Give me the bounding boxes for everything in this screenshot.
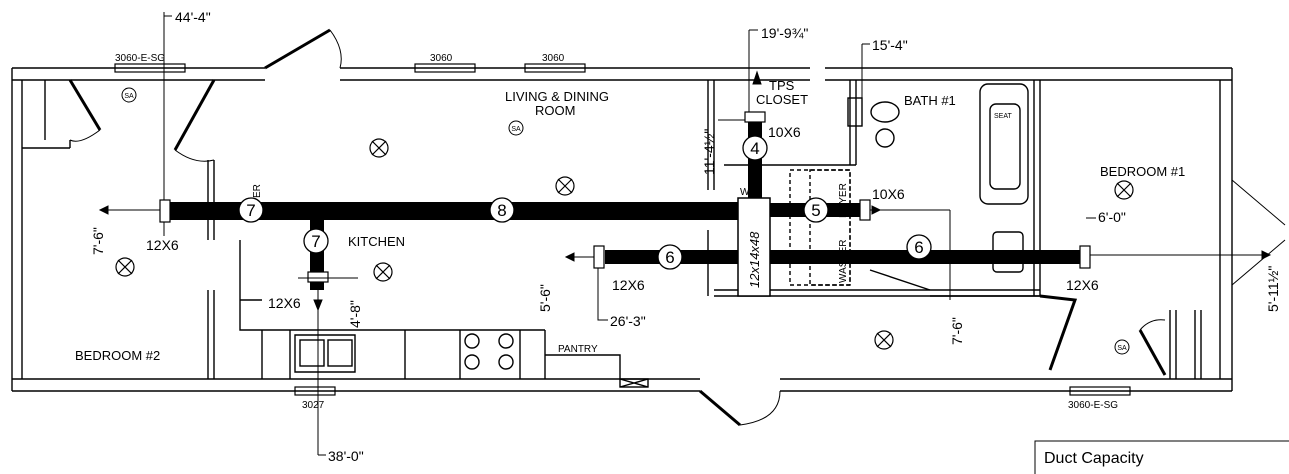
- duct-number: 8: [497, 201, 506, 220]
- ceiling-lights: [115, 138, 1134, 350]
- duct-number: 4: [750, 139, 759, 158]
- room-label-bedroom1: BEDROOM #1: [1100, 164, 1185, 179]
- window-label: 3060: [430, 53, 453, 64]
- dryer-label: DRYER: [838, 183, 849, 218]
- exterior-right-wall: [1219, 68, 1233, 391]
- duct-number: 6: [914, 238, 923, 257]
- supply-unit: 12x14x48: [737, 197, 771, 297]
- duct-size-markers: 7 8 7 4 5 6 6: [238, 135, 932, 270]
- smoke-alarm-label: SA: [124, 93, 134, 100]
- dimension-label: 26'-3": [610, 313, 646, 329]
- main-duct-upper: [170, 202, 740, 220]
- duct-number: 6: [665, 248, 674, 267]
- room-label-living: LIVING & DINING: [505, 89, 609, 104]
- smoke-alarms: [121, 87, 1130, 355]
- doors: [68, 28, 1286, 427]
- smoke-alarm-label: SA: [511, 126, 521, 133]
- dimension-label: 7'-6": [90, 227, 106, 255]
- room-label-bath: BATH #1: [904, 93, 956, 108]
- room-label-bedroom2: BEDROOM #2: [75, 348, 160, 363]
- dimension-label: 44'-4": [175, 9, 211, 25]
- dimension-lines: [98, 12, 1272, 456]
- register-size: 12X6: [268, 295, 301, 311]
- dimension-label: 5'-6": [537, 284, 553, 312]
- register-size: 10X6: [768, 124, 801, 140]
- legend-title: Duct Capacity: [1044, 450, 1144, 467]
- washer-label: WASHER: [838, 239, 849, 283]
- duct-number: 7: [311, 232, 320, 251]
- dimension-label: 5'-11½": [1265, 266, 1281, 312]
- register-size: 12X6: [612, 277, 645, 293]
- dryer-label: ER: [252, 184, 263, 198]
- duct-trunks: [170, 120, 1085, 290]
- unit-label: 12x14x48: [747, 231, 762, 288]
- bedroom2-wall: [207, 160, 215, 379]
- room-label-living: ROOM: [535, 103, 575, 118]
- main-duct-lower: [605, 250, 1085, 264]
- exterior-left-wall: [11, 68, 23, 391]
- dimension-label: 4'-8": [347, 300, 363, 328]
- lavatory: [875, 128, 895, 148]
- seat-label: SEAT: [994, 113, 1012, 120]
- room-label-kitchen: KITCHEN: [348, 234, 405, 249]
- register-size: 10X6: [872, 186, 905, 202]
- dimension-label: 19'-9¾": [761, 25, 808, 41]
- room-label-tps: TPS: [769, 78, 795, 93]
- window-label: 3060-E-SG: [115, 53, 165, 64]
- window-label: 3060-E-SG: [1068, 400, 1118, 411]
- duct-number: 7: [246, 201, 255, 220]
- windows: [114, 63, 1131, 396]
- register-size: 12X6: [1066, 277, 1099, 293]
- duct-capacity-legend: Duct Capacity: [1034, 440, 1289, 474]
- exterior-bottom-wall: [12, 378, 1232, 392]
- walls: [11, 67, 1233, 392]
- dimension-label: 11'-4½": [701, 129, 717, 175]
- window-label: 3060: [542, 53, 565, 64]
- smoke-alarm-label: SA: [1117, 345, 1127, 352]
- dimension-label: 38'-0": [328, 448, 364, 464]
- kitchen-counter: [261, 329, 545, 379]
- pantry-label: PANTRY: [558, 344, 598, 355]
- room-label-closet: CLOSET: [756, 92, 808, 107]
- register-size: 12X6: [146, 237, 179, 253]
- water-heater-label: W.H.: [740, 187, 762, 198]
- duct-number: 5: [811, 201, 820, 220]
- dimension-label: 7'-6": [949, 317, 965, 345]
- dimension-label: 15'-4": [872, 37, 908, 53]
- toilet: [870, 101, 900, 123]
- dimension-label: 6'-0": [1098, 209, 1126, 225]
- tub: [979, 83, 1029, 205]
- window-label: 3027: [302, 400, 325, 411]
